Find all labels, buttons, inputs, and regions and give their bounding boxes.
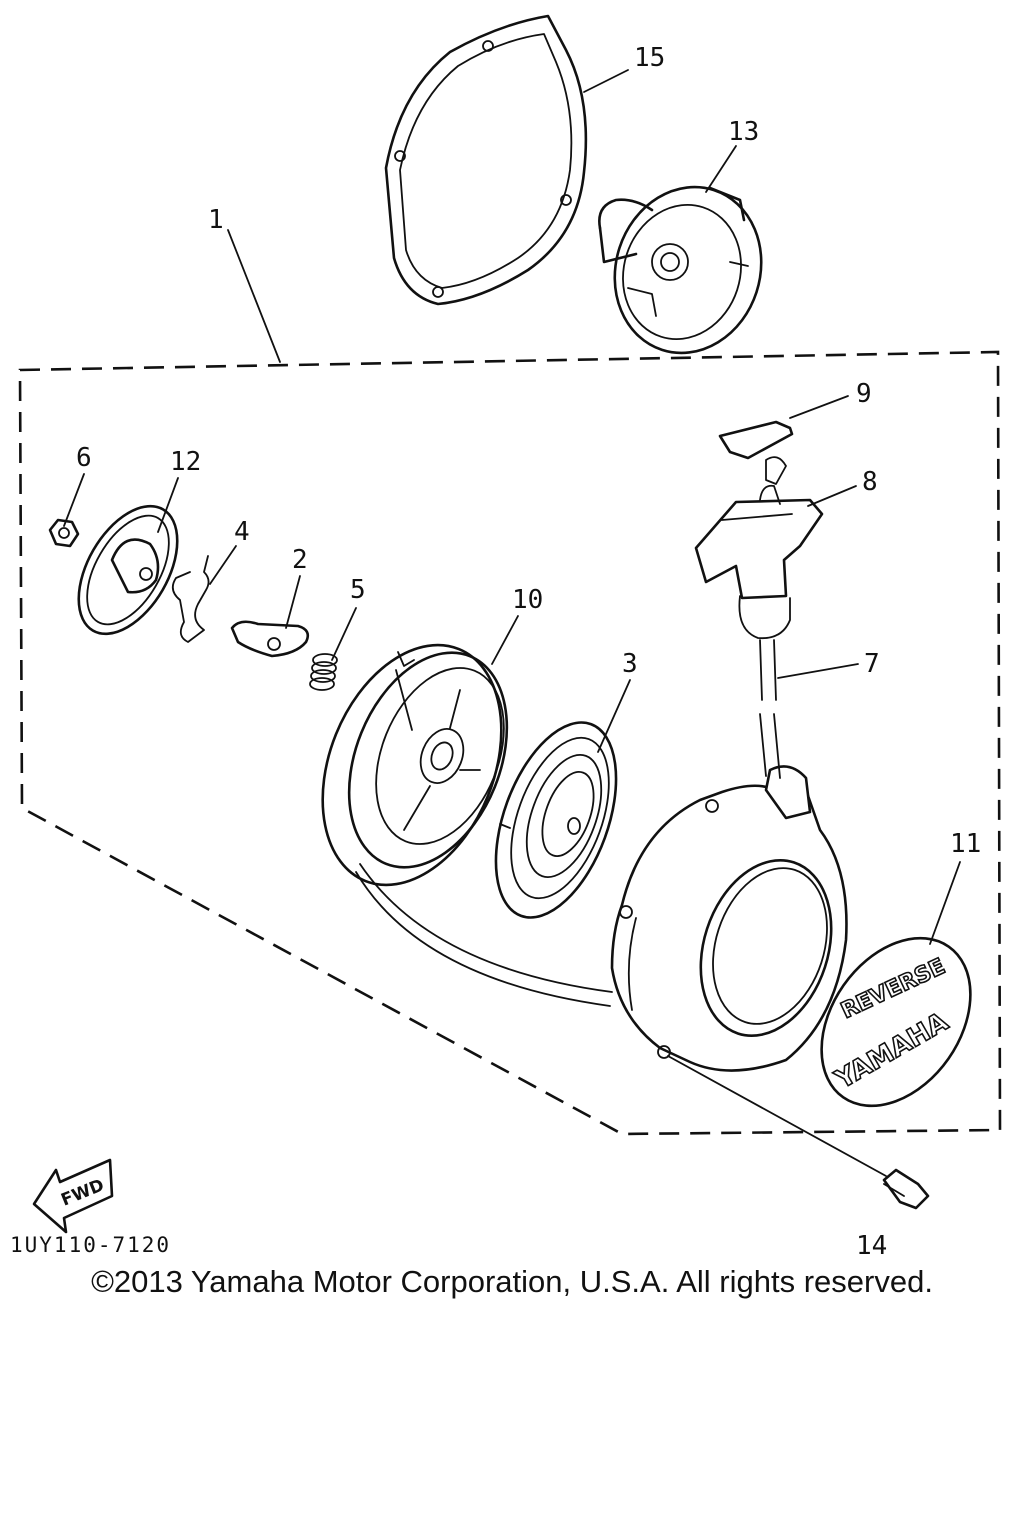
part-3-spiral-spring — [494, 721, 618, 919]
leader-14 — [667, 1055, 887, 1177]
leader-11 — [929, 861, 961, 945]
leader-6 — [63, 473, 85, 527]
part-12-friction-plate — [77, 504, 179, 636]
part-4-spring-clip — [171, 555, 210, 643]
label-2: 2 — [292, 545, 308, 575]
diagram-code: 1UY110-7120 — [10, 1233, 171, 1257]
assembly-boundary — [18, 350, 1002, 1136]
part-9-cap — [718, 420, 794, 460]
label-13: 13 — [728, 117, 759, 147]
label-8: 8 — [862, 467, 878, 497]
leader-4 — [209, 545, 237, 585]
part-14-bolt — [882, 1168, 930, 1210]
leader-5 — [331, 607, 357, 661]
label-6: 6 — [76, 443, 92, 473]
leader-13 — [705, 145, 737, 193]
label-11: 11 — [950, 829, 981, 859]
label-5: 5 — [350, 575, 366, 605]
starter-housing — [610, 765, 848, 1072]
part-8-handle — [694, 456, 824, 640]
leader-7 — [777, 663, 859, 679]
label-9: 9 — [856, 379, 872, 409]
leader-8 — [807, 485, 857, 507]
label-12: 12 — [170, 447, 201, 477]
leader-3 — [597, 679, 631, 753]
leader-10 — [491, 615, 519, 665]
label-4: 4 — [234, 517, 250, 547]
copyright-notice: ©2013 Yamaha Motor Corporation, U.S.A. A… — [91, 1264, 933, 1299]
part-10-sheave-drum — [321, 643, 509, 887]
leader-1 — [227, 229, 281, 363]
part-2-pawl — [230, 620, 310, 658]
rope — [355, 871, 611, 1007]
label-15: 15 — [634, 43, 665, 73]
part-6-nut — [48, 518, 80, 548]
label-10: 10 — [512, 585, 543, 615]
leader-2 — [285, 575, 301, 629]
label-7: 7 — [864, 649, 880, 679]
label-14: 14 — [856, 1231, 887, 1261]
leader-9 — [789, 395, 849, 419]
fwd-arrow-icon: FWD — [32, 1158, 114, 1234]
label-3: 3 — [622, 649, 638, 679]
part-5-spring — [309, 653, 338, 691]
leader-15 — [583, 69, 629, 93]
label-1: 1 — [208, 205, 224, 235]
leader-12 — [157, 477, 179, 533]
part-7-rope — [759, 639, 781, 779]
part-13-drive-plate — [598, 185, 763, 355]
part-15-gasket — [384, 14, 588, 306]
